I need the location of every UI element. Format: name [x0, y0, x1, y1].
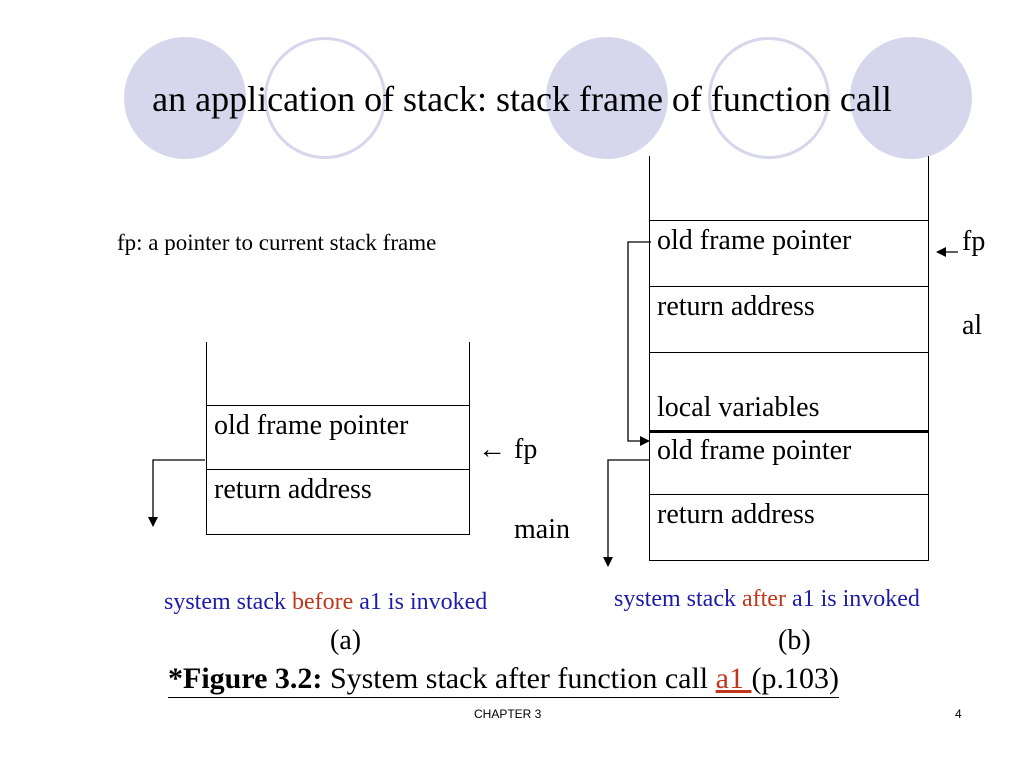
stack-b-cell-1: old frame pointer — [649, 220, 929, 286]
caption-b-label: (b) — [778, 625, 811, 656]
stack-b-cell-2: return address — [649, 286, 929, 352]
caption-a-label: (a) — [330, 625, 362, 656]
fp-label-b: fp — [962, 226, 986, 257]
footer-chapter: CHAPTER 3 — [474, 707, 542, 721]
stack-a: old frame pointer return address — [206, 342, 470, 535]
stack-b: old frame pointer return address local v… — [649, 156, 929, 561]
stack-b-cell-3: local variables — [649, 352, 929, 430]
stack-a-cell-2: return address — [206, 469, 470, 535]
decor-circle-5 — [850, 37, 972, 159]
fp-label-a: fp — [514, 434, 538, 465]
stack-a-cell-1: old frame pointer — [206, 405, 470, 469]
decor-circle-2 — [264, 37, 386, 159]
decor-circle-4 — [708, 37, 830, 159]
stack-b-cell-5: return address — [649, 494, 929, 561]
al-label: al — [962, 310, 983, 341]
stack-b-cell-4: old frame pointer — [649, 430, 929, 494]
pointer-arrow-b-outer — [603, 459, 649, 567]
caption-a: system stack before a1 is invoked — [164, 589, 488, 615]
decor-circle-1 — [124, 37, 246, 159]
pointer-arrow-b-inner — [627, 241, 651, 446]
caption-b: system stack after a1 is invoked — [614, 586, 920, 612]
main-label: main — [514, 514, 570, 545]
pointer-arrow-a — [148, 459, 205, 527]
slide-title: an application of stack: stack frame of … — [152, 79, 892, 119]
page-number: 4 — [955, 707, 962, 721]
fp-note: fp: a pointer to current stack frame — [117, 230, 437, 255]
figure-caption: *Figure 3.2: System stack after function… — [168, 662, 839, 698]
fp-arrow-a: ← — [478, 434, 506, 465]
decor-circle-3 — [546, 37, 668, 159]
